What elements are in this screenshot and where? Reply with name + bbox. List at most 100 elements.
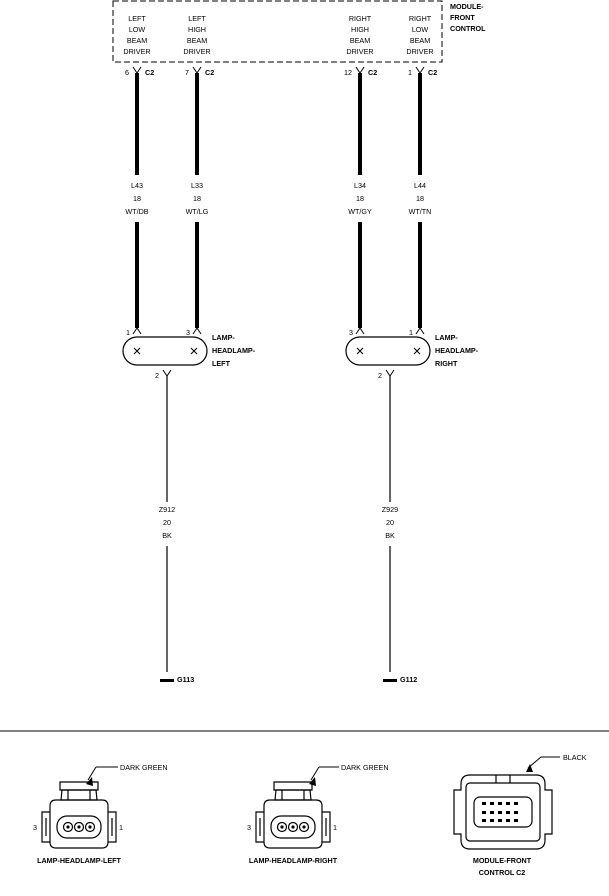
svg-text:HEADLAMP-: HEADLAMP- (212, 346, 256, 355)
svg-text:1: 1 (409, 328, 413, 337)
ground-terminal-chevrons (162, 369, 395, 377)
svg-text:MODULE-FRONT: MODULE-FRONT (473, 856, 532, 865)
svg-text:DRIVER: DRIVER (123, 47, 150, 56)
svg-text:1: 1 (333, 823, 337, 832)
svg-text:CONTROL: CONTROL (450, 24, 486, 33)
svg-text:CONTROL C2: CONTROL C2 (479, 868, 526, 877)
svg-text:1: 1 (408, 68, 412, 77)
svg-text:3: 3 (33, 823, 37, 832)
svg-text:DARK GREEN: DARK GREEN (341, 763, 389, 772)
module-pin-labels: LEFT LOW BEAM DRIVER LEFT HIGH BEAM DRIV… (123, 14, 433, 56)
pin-label-right-low-beam: RIGHT LOW BEAM DRIVER (406, 14, 433, 56)
svg-text:LAMP-HEADLAMP-LEFT: LAMP-HEADLAMP-LEFT (37, 856, 121, 865)
svg-text:RIGHT: RIGHT (435, 359, 458, 368)
svg-text:LOW: LOW (412, 25, 429, 34)
svg-text:LOW: LOW (129, 25, 146, 34)
svg-text:2: 2 (155, 371, 159, 380)
svg-text:BEAM: BEAM (127, 36, 147, 45)
lamp-headlamp-right (345, 336, 431, 366)
wires-upper (135, 73, 422, 175)
module-pin-numbers: 6 C2 7 C2 12 C2 1 C2 (125, 68, 437, 77)
wire-label-l43: L43 18 WT/DB (125, 181, 148, 216)
svg-text:20: 20 (386, 518, 394, 527)
svg-text:HIGH: HIGH (351, 25, 369, 34)
svg-text:LEFT: LEFT (188, 14, 206, 23)
svg-text:LAMP-: LAMP- (212, 333, 235, 342)
svg-text:BK: BK (385, 531, 395, 540)
module-terminal-chevrons (132, 66, 425, 74)
ground-icon (383, 679, 397, 682)
svg-text:1: 1 (119, 823, 123, 832)
svg-text:BLACK: BLACK (563, 753, 587, 762)
wire-label-z929: Z929 20 BK (382, 505, 398, 540)
svg-text:18: 18 (193, 194, 201, 203)
svg-text:BEAM: BEAM (410, 36, 430, 45)
svg-text:L34: L34 (354, 181, 366, 190)
svg-text:WT/DB: WT/DB (125, 207, 148, 216)
svg-text:3: 3 (247, 823, 251, 832)
svg-text:2: 2 (378, 371, 382, 380)
ground-g113: G113 (160, 675, 194, 684)
svg-text:Z912: Z912 (159, 505, 175, 514)
svg-text:BK: BK (162, 531, 172, 540)
lamp-right-name: LAMP- HEADLAMP- RIGHT (435, 333, 479, 368)
svg-text:WT/TN: WT/TN (409, 207, 432, 216)
svg-text:3: 3 (186, 328, 190, 337)
svg-text:6: 6 (125, 68, 129, 77)
module-front-control-box (112, 0, 443, 63)
svg-text:C2: C2 (205, 68, 214, 77)
svg-text:C2: C2 (145, 68, 154, 77)
svg-text:HIGH: HIGH (188, 25, 206, 34)
svg-text:12: 12 (344, 68, 352, 77)
svg-text:DRIVER: DRIVER (346, 47, 373, 56)
svg-text:18: 18 (356, 194, 364, 203)
svg-text:WT/GY: WT/GY (348, 207, 372, 216)
svg-text:LEFT: LEFT (128, 14, 146, 23)
ground-pin-numbers: 2 2 (155, 371, 382, 380)
connector-view-module-c2: BLACK MODULE-FRONT CONTROL C2 (453, 753, 587, 877)
lamp-headlamp-left (122, 336, 208, 366)
lamp-terminal-chevrons (132, 327, 425, 335)
svg-text:C2: C2 (368, 68, 377, 77)
svg-text:20: 20 (163, 518, 171, 527)
pin-label-right-high-beam: RIGHT HIGH BEAM DRIVER (346, 14, 373, 56)
svg-text:WT/LG: WT/LG (186, 207, 209, 216)
svg-text:BEAM: BEAM (187, 36, 207, 45)
wire-label-z912: Z912 20 BK (159, 505, 175, 540)
svg-text:7: 7 (185, 68, 189, 77)
svg-text:MODULE-: MODULE- (450, 2, 484, 11)
svg-text:L33: L33 (191, 181, 203, 190)
module-name: MODULE- FRONT CONTROL (450, 2, 486, 33)
svg-text:LAMP-HEADLAMP-RIGHT: LAMP-HEADLAMP-RIGHT (249, 856, 338, 865)
wire-label-l33: L33 18 WT/LG (186, 181, 209, 216)
ground-g112: G112 (383, 675, 417, 684)
ground-wires (166, 376, 391, 672)
svg-text:DARK GREEN: DARK GREEN (120, 763, 168, 772)
svg-text:18: 18 (416, 194, 424, 203)
svg-text:3: 3 (349, 328, 353, 337)
wires-lower (135, 222, 422, 328)
svg-text:Z929: Z929 (382, 505, 398, 514)
svg-text:C2: C2 (428, 68, 437, 77)
svg-text:G112: G112 (400, 675, 417, 684)
svg-text:HEADLAMP-: HEADLAMP- (435, 346, 479, 355)
svg-text:FRONT: FRONT (450, 13, 475, 22)
ground-icon (160, 679, 174, 682)
svg-text:18: 18 (133, 194, 141, 203)
svg-text:LAMP-: LAMP- (435, 333, 458, 342)
svg-text:G113: G113 (177, 675, 194, 684)
wire-label-l34: L34 18 WT/GY (348, 181, 372, 216)
svg-text:LEFT: LEFT (212, 359, 231, 368)
svg-text:RIGHT: RIGHT (349, 14, 372, 23)
pin-label-left-low-beam: LEFT LOW BEAM DRIVER (123, 14, 150, 56)
svg-text:L44: L44 (414, 181, 426, 190)
svg-text:1: 1 (126, 328, 130, 337)
svg-text:BEAM: BEAM (350, 36, 370, 45)
lamp-left-name: LAMP- HEADLAMP- LEFT (212, 333, 256, 368)
svg-text:DRIVER: DRIVER (183, 47, 210, 56)
pin-label-left-high-beam: LEFT HIGH BEAM DRIVER (183, 14, 210, 56)
svg-text:L43: L43 (131, 181, 143, 190)
lamp-pin-numbers: 1 3 3 1 (126, 328, 413, 337)
svg-text:RIGHT: RIGHT (409, 14, 432, 23)
